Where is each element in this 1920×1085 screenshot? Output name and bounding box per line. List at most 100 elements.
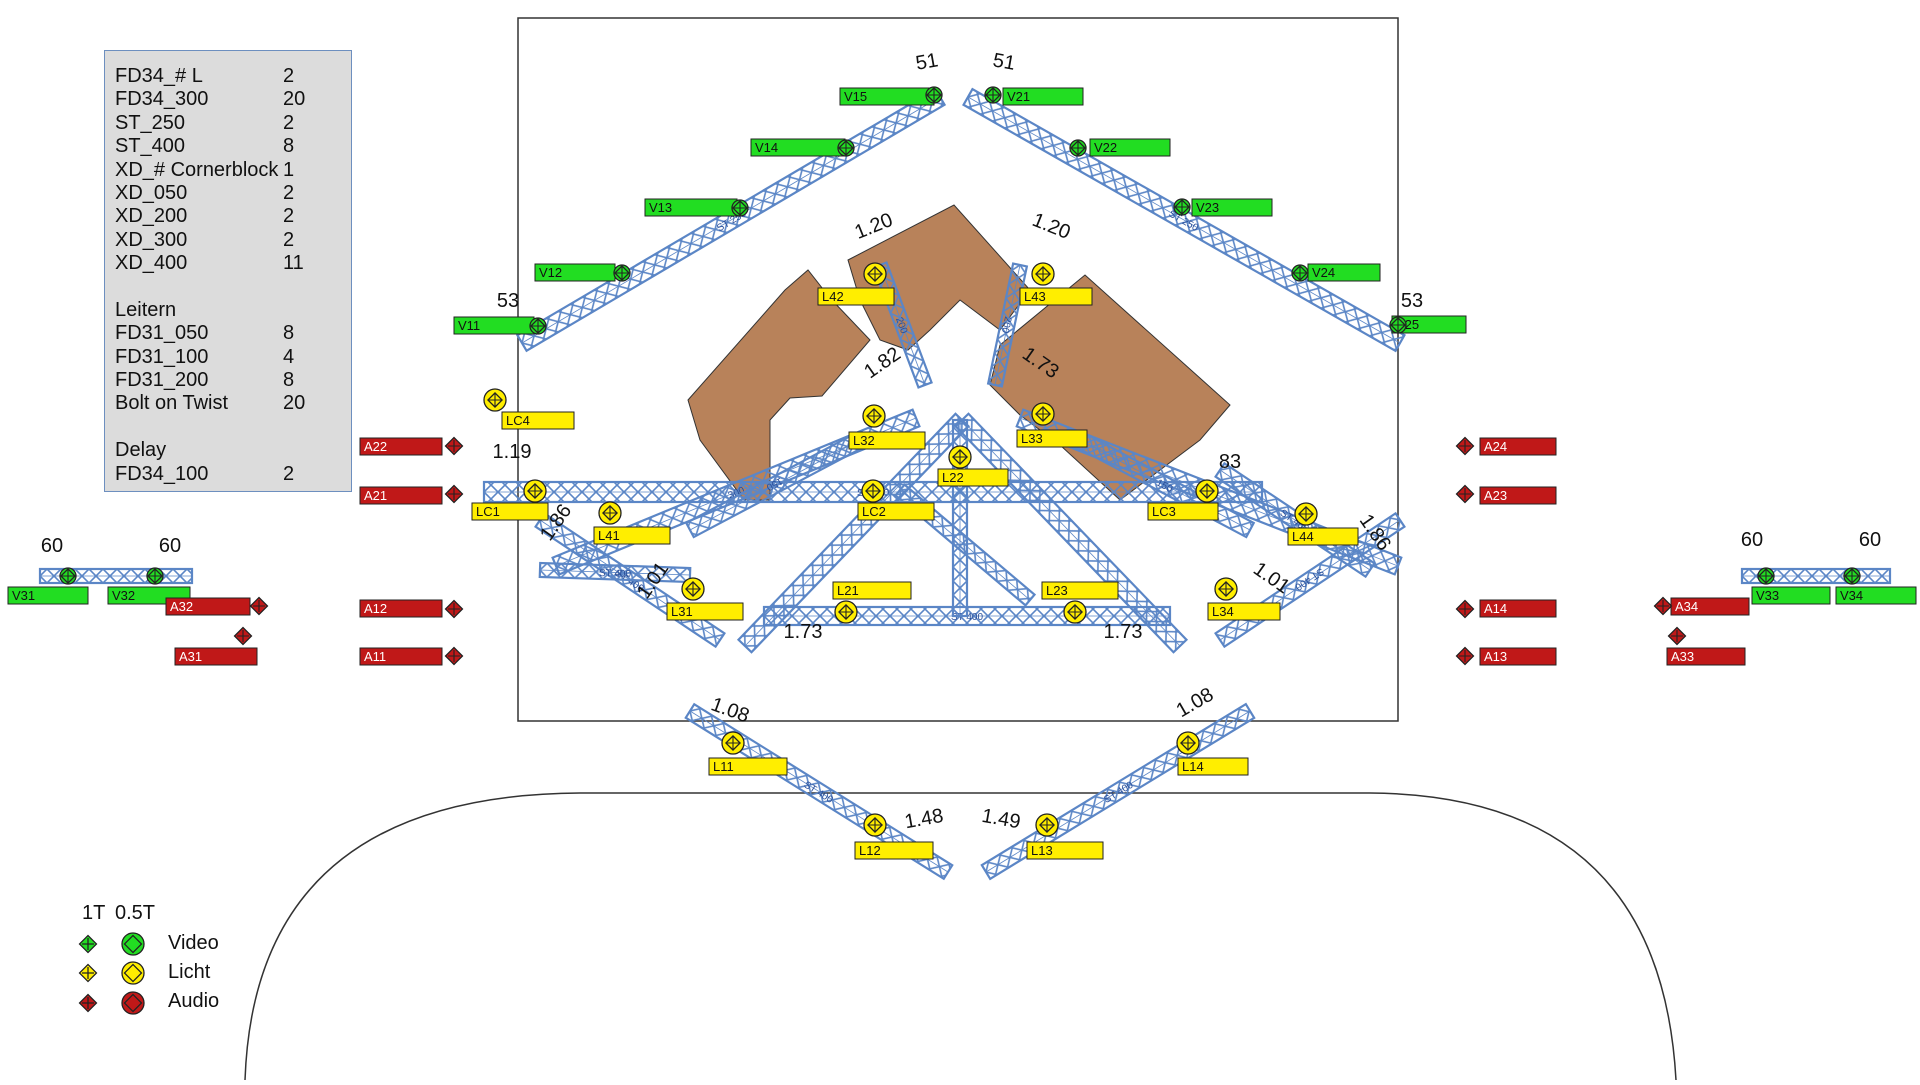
licht-hang-point[interactable]: L33 [1016, 402, 1088, 448]
video-hang-point[interactable]: V22 [1069, 138, 1171, 157]
audio-hang-point[interactable]: A22 [359, 436, 464, 456]
dimension-label: 60 [1859, 529, 1881, 551]
licht-hang-point[interactable]: L34 [1207, 577, 1281, 621]
licht-point-tag [937, 468, 1009, 487]
point-id: V24 [1312, 265, 1335, 280]
key-video-label: Video [168, 932, 219, 954]
audio-hang-point[interactable]: A31 [174, 626, 258, 666]
point-id: V12 [539, 265, 562, 280]
audio-hang-point[interactable]: A21 [359, 484, 464, 505]
audio-hang-point[interactable]: A32 [165, 596, 269, 616]
key-audio-label: Audio [168, 990, 220, 1012]
part-name: FD34_# L [115, 65, 203, 87]
audio-point-tag [1479, 599, 1557, 618]
video-point-tag [1089, 138, 1171, 157]
licht-point-tag [1026, 841, 1104, 860]
video-hang-point[interactable]: V31 [7, 567, 89, 605]
dimension-label: 53 [497, 290, 519, 312]
licht-hang-point[interactable]: L13 [1026, 813, 1104, 860]
licht-hang-point[interactable]: L32 [848, 404, 926, 450]
audio-point-tag [359, 437, 443, 456]
dimension-label: 1.19 [493, 441, 532, 463]
part-quantity: 1 [283, 158, 295, 181]
licht-hang-point[interactable]: LC1 [471, 479, 549, 521]
licht-point-tag [832, 581, 912, 600]
point-id: L14 [1182, 759, 1204, 774]
point-id: V34 [1840, 588, 1863, 603]
licht-hang-point[interactable]: L23 [1041, 581, 1119, 624]
ladders-title: Leitern [115, 298, 177, 321]
licht-hang-point[interactable]: L42 [817, 262, 895, 306]
audio-hang-point[interactable]: A34 [1653, 596, 1750, 616]
licht-hang-point[interactable]: L12 [854, 813, 934, 860]
licht-point-tag [1016, 429, 1088, 448]
part-name: FD31_200 [115, 369, 209, 392]
video-point-tag [7, 586, 89, 605]
video-hang-point[interactable]: V21 [984, 86, 1084, 106]
licht-hang-point[interactable]: L41 [593, 501, 671, 545]
dimension-label: 1.82 [860, 343, 905, 383]
dimension-label: 1.08 [1173, 684, 1218, 723]
licht-hang-point[interactable]: L43 [1019, 262, 1093, 306]
licht-hang-point[interactable]: LC4 [483, 388, 575, 430]
point-id: V33 [1756, 588, 1779, 603]
part-name: XD_# Cornerblock [115, 158, 279, 181]
licht-hang-point[interactable]: L22 [937, 445, 1009, 487]
audio-hang-point[interactable]: A14 [1455, 599, 1557, 619]
licht-hang-point[interactable]: L14 [1176, 731, 1249, 776]
video-point-tag [1002, 87, 1084, 106]
licht-point-tag [471, 502, 549, 521]
point-id: L23 [1046, 583, 1068, 598]
licht-hang-point[interactable]: L44 [1287, 502, 1359, 546]
licht-hang-point[interactable]: LC2 [857, 479, 935, 521]
audio-hang-point[interactable]: A23 [1455, 484, 1557, 505]
point-id: V32 [112, 588, 135, 603]
point-id: A24 [1484, 439, 1507, 454]
key-header-05t: 0.5T [115, 902, 156, 924]
point-id: L33 [1021, 431, 1043, 446]
video-hang-point[interactable]: V11 [453, 316, 547, 335]
audio-point-tag [1666, 647, 1746, 666]
video-hang-point[interactable]: V24 [1291, 263, 1381, 282]
video-hang-point[interactable]: V15 [839, 86, 943, 106]
point-id: A34 [1675, 599, 1698, 614]
video-hang-point[interactable]: V25 [1389, 315, 1467, 334]
licht-point-tag [708, 757, 788, 776]
licht-hang-point[interactable]: L21 [832, 581, 912, 624]
audio-hang-point[interactable]: A33 [1666, 626, 1746, 666]
point-id: L42 [822, 289, 844, 304]
licht-hang-point[interactable]: LC3 [1147, 479, 1219, 521]
licht-point-tag [1019, 287, 1093, 306]
licht-hang-point[interactable]: L31 [666, 577, 744, 621]
licht-hang-point[interactable]: L11 [708, 731, 788, 776]
truss-segment: ST 400 [980, 702, 1256, 881]
licht-point-tag [1287, 527, 1359, 546]
truss-segment: 200 [986, 262, 1029, 388]
video-hang-point[interactable]: V33 [1751, 567, 1831, 605]
video-hang-point[interactable]: V23 [1173, 198, 1273, 217]
licht-point-tag [854, 841, 934, 860]
truss-segment: ST 400 [684, 702, 954, 881]
video-hang-point[interactable]: V12 [534, 263, 631, 282]
part-quantity: 2 [283, 205, 295, 228]
audio-point-tag [359, 599, 443, 618]
video-hang-point[interactable]: V13 [644, 198, 749, 217]
point-id: LC3 [1152, 504, 1176, 519]
audio-hang-point[interactable]: A11 [359, 646, 464, 666]
point-id: V15 [844, 89, 867, 104]
video-hang-point[interactable]: V14 [750, 138, 855, 157]
point-id: L32 [853, 433, 875, 448]
truss-segment: ST 250 [962, 87, 1406, 353]
video-05t-icon [121, 932, 145, 956]
audio-point-tag [1479, 486, 1557, 505]
video-hang-point[interactable]: V34 [1835, 567, 1917, 605]
audio-hang-point[interactable]: A24 [1455, 436, 1557, 456]
point-id: A31 [179, 649, 202, 664]
audio-hang-point[interactable]: A13 [1455, 646, 1557, 666]
audio-hang-point[interactable]: A12 [359, 599, 464, 619]
